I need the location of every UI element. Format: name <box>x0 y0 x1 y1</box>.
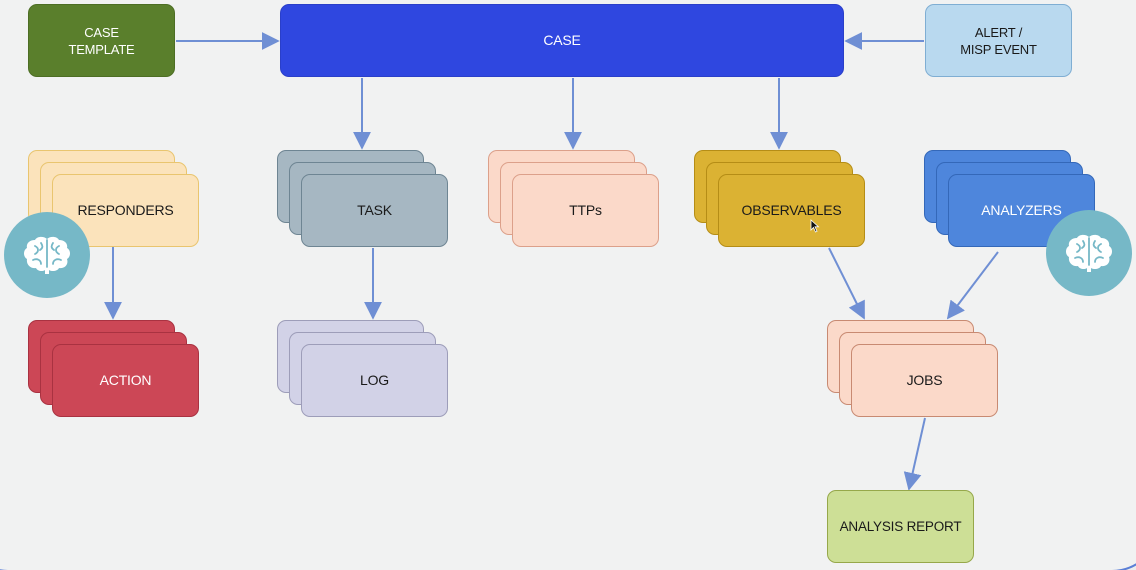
node-ttps: TTPs <box>512 174 659 247</box>
edge-jobs-to-analysis-report <box>903 417 926 491</box>
brain-icon-glyph <box>24 236 70 274</box>
edge-observables-to-jobs <box>828 247 865 320</box>
node-case-template-label: CASE TEMPLATE <box>68 24 135 57</box>
node-jobs: JOBS <box>851 344 998 417</box>
node-ttps-label: TTPs <box>569 202 602 218</box>
node-action-label: ACTION <box>99 372 152 388</box>
node-task: TASK <box>301 174 448 247</box>
node-observables-label: OBSERVABLES <box>741 202 842 218</box>
brain-icon <box>4 212 90 298</box>
node-observables: OBSERVABLES <box>718 174 865 247</box>
node-alert: ALERT / MISP EVENT <box>925 4 1072 77</box>
node-log: LOG <box>301 344 448 417</box>
edge-analyzers-to-jobs <box>946 251 999 320</box>
node-analysis-report: ANALYSIS REPORT <box>827 490 974 563</box>
node-analyzers-label: ANALYZERS <box>981 202 1062 218</box>
mouse-cursor-icon <box>810 219 820 233</box>
node-task-label: TASK <box>357 202 392 218</box>
node-case-label: CASE <box>543 32 581 48</box>
brain-icon-glyph <box>1066 234 1112 272</box>
node-action: ACTION <box>52 344 199 417</box>
node-case: CASE <box>280 4 844 77</box>
node-log-label: LOG <box>360 372 389 388</box>
node-case-template: CASE TEMPLATE <box>28 4 175 77</box>
node-alert-label: ALERT / MISP EVENT <box>960 24 1037 57</box>
node-responders-label: RESPONDERS <box>77 202 174 218</box>
node-analysis-report-label: ANALYSIS REPORT <box>839 519 962 534</box>
node-analyzers: ANALYZERS <box>948 174 1095 247</box>
node-responders: RESPONDERS <box>52 174 199 247</box>
node-jobs-label: JOBS <box>906 372 943 388</box>
brain-icon <box>1046 210 1132 296</box>
